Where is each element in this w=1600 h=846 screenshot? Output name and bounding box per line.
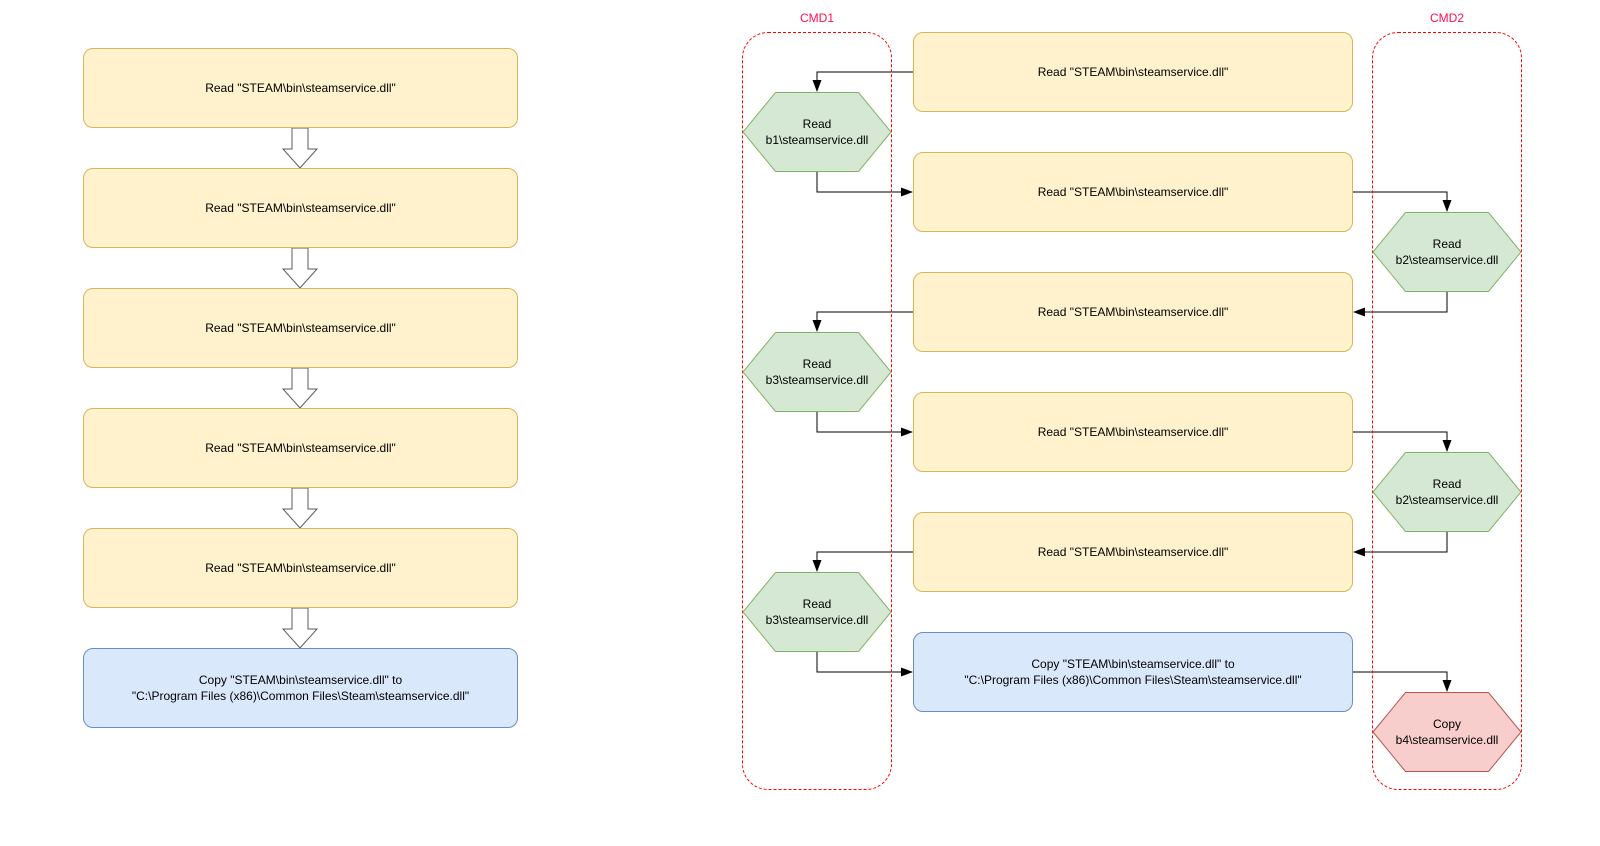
right-read-step-1: Read "STEAM\bin\steamservice.dll" (913, 32, 1353, 112)
cmd2-hex-read-b2-1: Read b2\steamservice.dll (1372, 212, 1522, 292)
hexagon-shape (1372, 692, 1522, 772)
right-read-step-3: Read "STEAM\bin\steamservice.dll" (913, 272, 1353, 352)
cmd2-label: CMD2 (1429, 11, 1464, 25)
cmd1-hex-read-b3-2: Read b3\steamservice.dll (742, 572, 892, 652)
left-copy-step: Copy "STEAM\bin\steamservice.dll" to "C:… (83, 648, 518, 728)
hexagon-shape (1372, 212, 1522, 292)
connector-read2-to-b2 (1353, 191, 1452, 212)
cmd2-hex-copy-b4: Copy b4\steamservice.dll (1372, 692, 1522, 772)
hexagon-shape (742, 332, 892, 412)
connector-read3-to-b3 (812, 311, 913, 332)
cmd1-hex-read-b3-1: Read b3\steamservice.dll (742, 332, 892, 412)
cmd1-label: CMD1 (799, 11, 834, 25)
right-flow-connectors (812, 71, 1452, 692)
block-arrow-down-1 (281, 127, 319, 169)
right-read-step-1-label: Read "STEAM\bin\steamservice.dll" (1037, 64, 1229, 79)
cmd1-hex-read-b1: Read b1\steamservice.dll (742, 92, 892, 172)
cmd2-hex-copy-b4-label: Copy b4\steamservice.dll (1395, 716, 1499, 747)
hexagon (742, 572, 892, 652)
connector-read5-to-b3-2 (812, 551, 913, 572)
right-read-step-3-label: Read "STEAM\bin\steamservice.dll" (1037, 304, 1229, 319)
cmd1-hex-read-b3-1-label: Read b3\steamservice.dll (765, 356, 869, 387)
left-read-step-4: Read "STEAM\bin\steamservice.dll" (83, 408, 518, 488)
cmd2-hex-read-b2-1-label: Read b2\steamservice.dll (1395, 236, 1499, 267)
left-read-step-3-label: Read "STEAM\bin\steamservice.dll" (205, 320, 396, 335)
block-arrow-down-2 (281, 247, 319, 289)
left-read-step-3: Read "STEAM\bin\steamservice.dll" (83, 288, 518, 368)
block-arrow-down-4 (281, 487, 319, 529)
connector-read1-to-b1 (812, 71, 913, 92)
right-read-step-5: Read "STEAM\bin\steamservice.dll" (913, 512, 1353, 592)
connector-b2-2-to-read5 (1353, 532, 1448, 557)
right-copy-step-label: Copy "STEAM\bin\steamservice.dll" to "C:… (964, 656, 1302, 687)
connector-read4-to-b2-2 (1353, 431, 1452, 452)
connector-b2-to-read3 (1353, 292, 1448, 317)
cmd1-container (742, 32, 892, 790)
connector-b3-2-to-copy (816, 652, 913, 677)
hexagon (1372, 212, 1522, 292)
hexagon (1372, 692, 1522, 772)
left-read-step-2: Read "STEAM\bin\steamservice.dll" (83, 168, 518, 248)
left-read-step-1-label: Read "STEAM\bin\steamservice.dll" (205, 80, 396, 95)
right-read-step-4: Read "STEAM\bin\steamservice.dll" (913, 392, 1353, 472)
left-read-step-2-label: Read "STEAM\bin\steamservice.dll" (205, 200, 396, 215)
cmd2-hex-read-b2-2: Read b2\steamservice.dll (1372, 452, 1522, 532)
hexagon-shape (742, 572, 892, 652)
connector-copy-to-b4 (1353, 671, 1452, 692)
cmd1-hex-read-b3-2-label: Read b3\steamservice.dll (765, 596, 869, 627)
left-flow-arrows (281, 127, 319, 649)
cmd1-hex-read-b1-label: Read b1\steamservice.dll (765, 116, 869, 147)
block-arrow-down-5 (281, 607, 319, 649)
right-read-step-2: Read "STEAM\bin\steamservice.dll" (913, 152, 1353, 232)
left-read-step-5-label: Read "STEAM\bin\steamservice.dll" (205, 560, 396, 575)
right-read-step-4-label: Read "STEAM\bin\steamservice.dll" (1037, 424, 1229, 439)
cmd2-hex-read-b2-2-label: Read b2\steamservice.dll (1395, 476, 1499, 507)
left-read-step-1: Read "STEAM\bin\steamservice.dll" (83, 48, 518, 128)
cmd2-container (1372, 32, 1522, 790)
left-read-step-4-label: Read "STEAM\bin\steamservice.dll" (205, 440, 396, 455)
connector-b3-to-read4 (816, 412, 913, 437)
left-read-step-5: Read "STEAM\bin\steamservice.dll" (83, 528, 518, 608)
hexagon-shape (742, 92, 892, 172)
left-copy-step-label: Copy "STEAM\bin\steamservice.dll" to "C:… (131, 672, 470, 703)
block-arrow-down-3 (281, 367, 319, 409)
right-copy-step: Copy "STEAM\bin\steamservice.dll" to "C:… (913, 632, 1353, 712)
right-read-step-5-label: Read "STEAM\bin\steamservice.dll" (1037, 544, 1229, 559)
hexagon (742, 332, 892, 412)
right-read-step-2-label: Read "STEAM\bin\steamservice.dll" (1037, 184, 1229, 199)
connector-b1-to-read2 (816, 172, 913, 197)
hexagon-shape (1372, 452, 1522, 532)
hexagon (742, 92, 892, 172)
hexagon (1372, 452, 1522, 532)
